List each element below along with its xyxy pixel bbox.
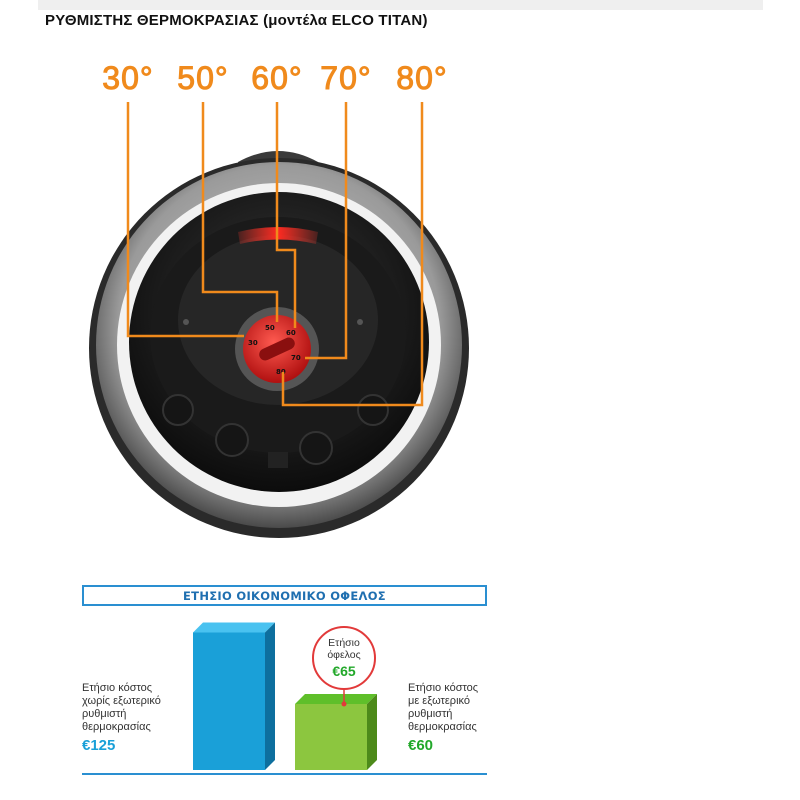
knob-grip bbox=[259, 337, 295, 361]
dial-mark-70: 70 bbox=[291, 354, 301, 362]
bar-with-thermostat bbox=[295, 704, 367, 770]
temp-label-80: 80° bbox=[396, 60, 448, 97]
left-description: Ετήσιο κόστος χωρίς εξωτερικό ρυθμιστή θ… bbox=[82, 682, 161, 734]
left-description-line: Ετήσιο κόστος bbox=[82, 682, 153, 694]
bubble-pointer-dot bbox=[341, 701, 347, 707]
banner-title: ΕΤΗΣΙΟ ΟΙΚΟΝΟΜΙΚΟ ΟΦΕΛΟΣ bbox=[183, 588, 386, 603]
leader-line-80 bbox=[281, 102, 424, 407]
temp-label-60: 60° bbox=[251, 60, 303, 97]
dial-mark-30: 30 bbox=[248, 339, 258, 347]
dial-mark-60: 60 bbox=[286, 329, 296, 337]
dial-mark-80: 80 bbox=[276, 368, 286, 376]
bar-without-thermostat-top bbox=[193, 622, 275, 633]
fitting-center-right bbox=[299, 431, 333, 465]
right-description-line: Ετήσιο κόστος bbox=[408, 682, 479, 694]
dial-mark-50: 50 bbox=[265, 324, 275, 332]
savings-bubble: Ετήσιο όφελος €65 bbox=[312, 626, 376, 690]
savings-bar-chart bbox=[82, 622, 487, 775]
page-title: ΡΥΘΜΙΣΤΗΣ ΘΕΡΜΟΚΡΑΣΙΑΣ (μοντέλα ELCO TIT… bbox=[45, 12, 428, 29]
right-description: Ετήσιο κόστος με εξωτερικό ρυθμιστή θερμ… bbox=[408, 682, 478, 734]
temp-label-70: 70° bbox=[320, 60, 372, 97]
bar-with-thermostat-top bbox=[295, 694, 377, 704]
bubble-value: €65 bbox=[332, 663, 356, 679]
fitting-right bbox=[357, 394, 389, 426]
leader-line-70 bbox=[305, 102, 348, 360]
right-cost-value: €60 bbox=[408, 737, 434, 754]
fitting-left bbox=[162, 394, 194, 426]
top-strip bbox=[38, 0, 763, 10]
left-cost-value: €125 bbox=[82, 737, 116, 754]
bar-with-thermostat-side bbox=[367, 694, 377, 770]
left-description-line: ρυθμιστή bbox=[82, 708, 127, 720]
fitting-center-left bbox=[215, 423, 249, 457]
bubble-label-line: όφελος bbox=[327, 649, 361, 661]
temp-label-30: 30° bbox=[102, 60, 154, 97]
right-description-line: ρυθμιστή bbox=[408, 708, 453, 720]
bubble-label-line: Ετήσιο bbox=[328, 637, 360, 649]
right-description-line: με εξωτερικό bbox=[408, 695, 470, 707]
bar-without-thermostat bbox=[193, 632, 265, 770]
water-heater-illustration: 30 50 60 70 80 bbox=[89, 102, 469, 538]
bar-without-thermostat-side bbox=[265, 622, 275, 770]
temp-label-50: 50° bbox=[177, 60, 229, 97]
leader-line-50 bbox=[201, 102, 279, 322]
leader-line-60 bbox=[275, 102, 297, 328]
savings-banner: ΕΤΗΣΙΟ ΟΙΚΟΝΟΜΙΚΟ ΟΦΕΛΟΣ bbox=[82, 585, 487, 606]
left-description-line: χωρίς εξωτερικό bbox=[82, 695, 161, 707]
leader-line-30 bbox=[126, 102, 244, 338]
left-description-line: θερμοκρασίας bbox=[82, 721, 151, 733]
right-description-line: θερμοκρασίας bbox=[408, 721, 477, 733]
